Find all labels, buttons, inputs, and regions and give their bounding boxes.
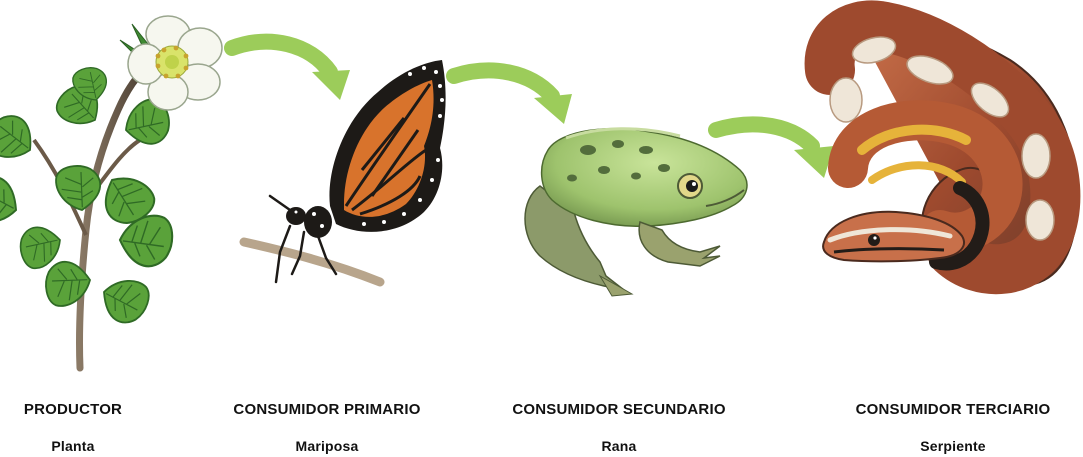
arrow-plant-to-butterfly (224, 33, 350, 100)
role-label-consumidor-secundario: CONSUMIDOR SECUNDARIO (512, 401, 726, 418)
organism-name-mariposa: Mariposa (295, 438, 359, 454)
frog-icon (524, 127, 748, 297)
organism-name-rana: Rana (601, 438, 637, 454)
role-label-consumidor-terciario: CONSUMIDOR TERCIARIO (855, 401, 1051, 418)
snake-icon (804, 0, 1081, 295)
butterfly-icon (239, 60, 446, 287)
organism-name-planta: Planta (51, 438, 95, 454)
organism-name-serpiente: Serpiente (920, 438, 986, 454)
strawberry-plant-icon (0, 15, 223, 372)
arrow-frog-to-snake (708, 116, 834, 178)
arrow-butterfly-to-frog (446, 62, 572, 124)
role-label-productor: PRODUCTOR (23, 401, 123, 418)
role-label-consumidor-primario: CONSUMIDOR PRIMARIO (233, 401, 421, 418)
